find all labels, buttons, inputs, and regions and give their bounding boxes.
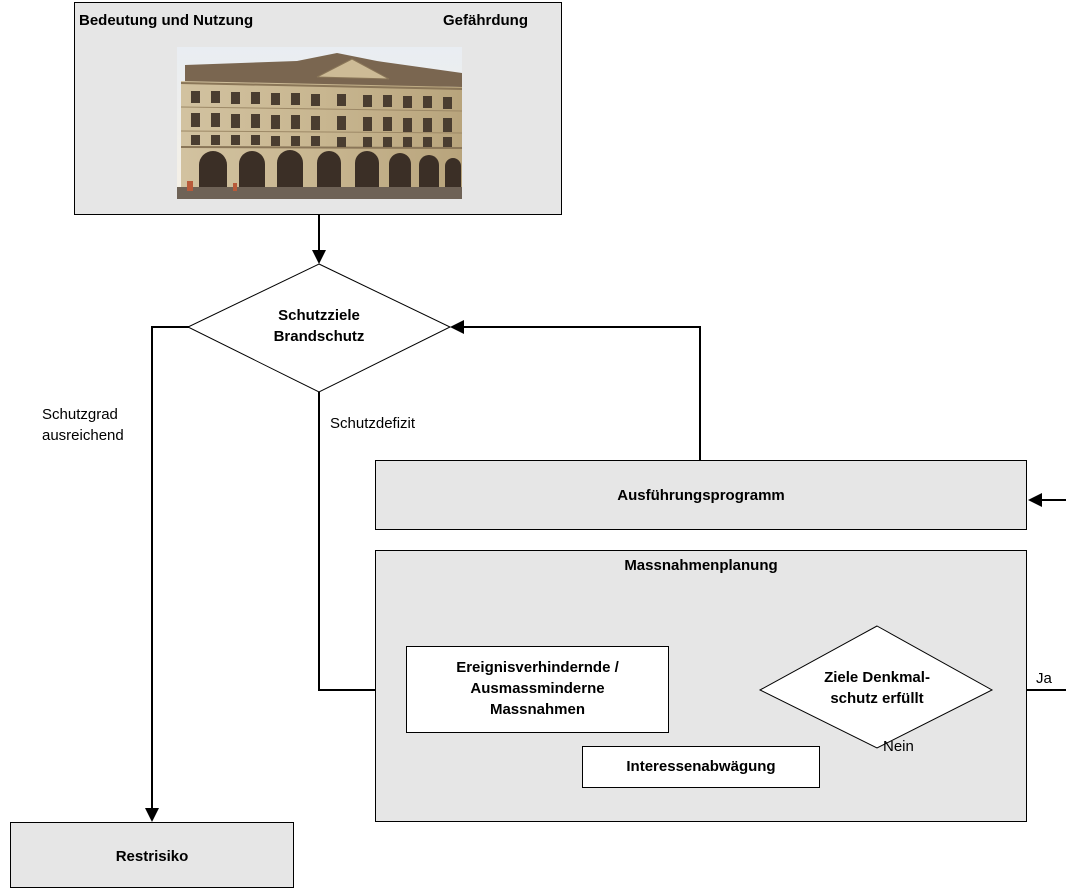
- arrowhead-left: [1028, 493, 1042, 507]
- ereignisverhindernde-massnahmen-box: [406, 646, 669, 733]
- interessenabwaegung-label: Interessenabwägung: [626, 758, 776, 775]
- arrowhead-down: [312, 250, 326, 264]
- bedeutung-nutzung-title: Bedeutung und Nutzung: [79, 12, 254, 29]
- restrisiko-label: Restrisiko: [115, 848, 189, 865]
- ausfuehrungsprogramm-label: Ausführungsprogramm: [617, 487, 785, 504]
- interessenabwaegung-box: [582, 746, 820, 788]
- schutzziele-decision-label: Schutzziele Brandschutz: [273, 307, 365, 345]
- arrowhead-down: [145, 808, 159, 822]
- ausfuehrungsprogramm-box: [375, 460, 1027, 530]
- ereignisverhindernde-massnahmen-label: Ereignisverhindernde / Ausmassminderne M…: [456, 659, 619, 718]
- nein-label: Nein: [883, 738, 914, 755]
- building-photo: [177, 47, 462, 199]
- gefaehrdung-title: Gefährdung: [443, 12, 528, 29]
- arrowhead-left: [450, 320, 464, 334]
- massnahmenplanung-title: Massnahmenplanung: [624, 557, 778, 574]
- schutzgrad-ausreichend-label: Schutzgrad ausreichend: [42, 406, 124, 444]
- restrisiko-box: [10, 822, 294, 888]
- schutzdefizit-label: Schutzdefizit: [330, 415, 416, 432]
- denkmalschutz-decision-label: Ziele Denkmal- schutz erfüllt: [824, 669, 930, 707]
- ja-label: Ja: [1036, 670, 1052, 687]
